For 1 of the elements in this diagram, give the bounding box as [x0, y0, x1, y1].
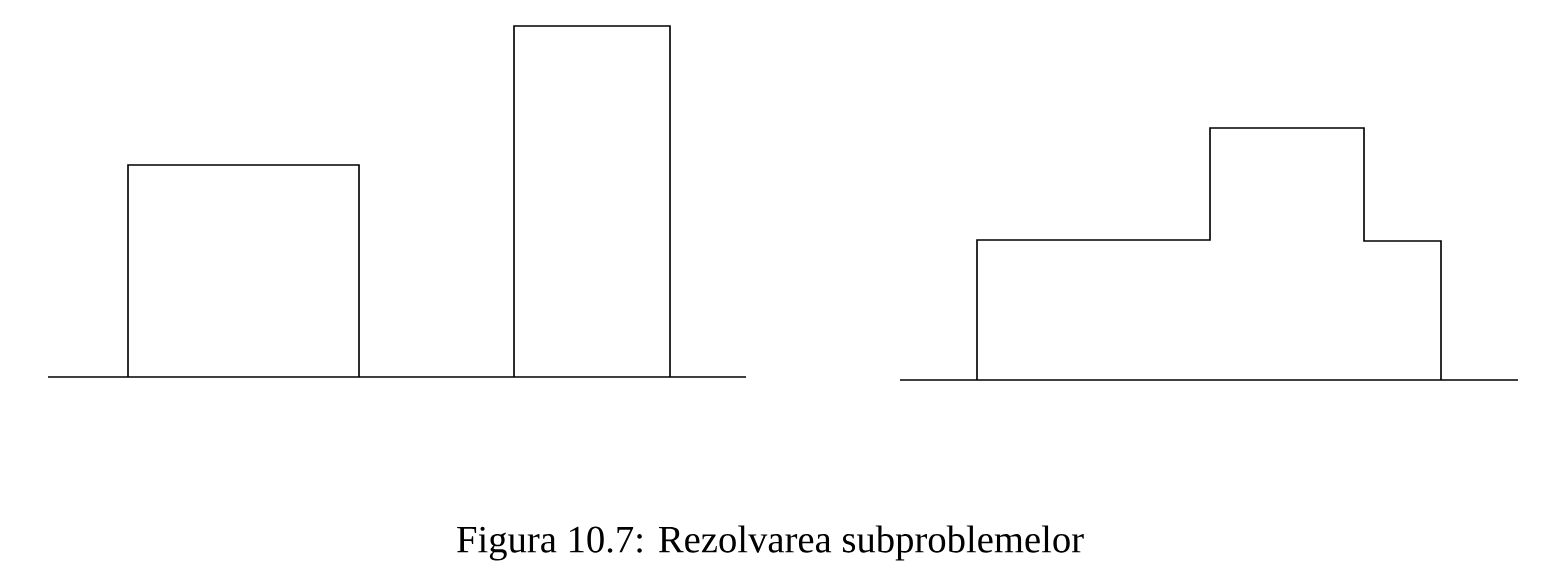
caption: Figura 10.7: Rezolvarea subproblemelor: [457, 525, 1084, 561]
